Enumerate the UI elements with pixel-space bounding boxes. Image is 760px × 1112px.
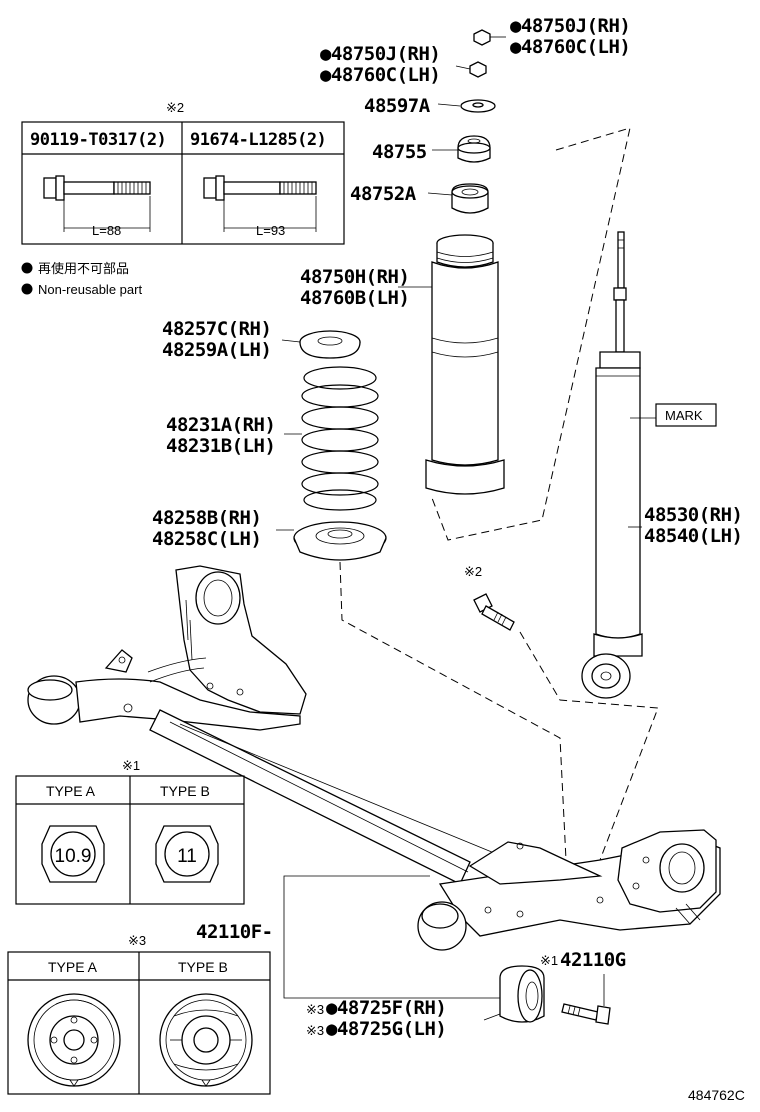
- upper-insulator: [299, 330, 361, 359]
- bushing-type-b-label: TYPE B: [178, 959, 228, 975]
- guide-line: [431, 127, 631, 541]
- label-cushion[interactable]: 48755: [372, 141, 427, 163]
- nut-type-b-label: TYPE B: [160, 783, 210, 799]
- ref2-marker: ※2: [464, 564, 482, 579]
- legend-dot-icon: [21, 283, 33, 295]
- label-nut-mid-lh[interactable]: ●48760C(LH): [320, 64, 441, 86]
- bushing-lh-marker: ※3: [306, 1023, 324, 1038]
- cushion-icon: [457, 135, 491, 163]
- bushing-type-table: [7, 951, 271, 1095]
- bolt-spec-table: [21, 121, 345, 245]
- label-absorber-lh[interactable]: 48540(LH): [644, 525, 743, 547]
- coil-spring: [301, 366, 379, 511]
- label-axle-beam[interactable]: 42110F-: [196, 921, 273, 943]
- mark-box: [655, 403, 717, 427]
- legend-dot-icon: [21, 262, 33, 274]
- bushing-type-box-marker: ※3: [128, 933, 146, 948]
- bolt-1-length: L=88: [92, 223, 121, 238]
- diagram-id: 484762C: [688, 1087, 745, 1103]
- bushing-type-b-icon: [159, 993, 253, 1087]
- guide-line: [339, 561, 567, 861]
- top-nut-icon: [473, 29, 506, 46]
- shock-absorber: [581, 231, 643, 699]
- bolt-box-marker: ※2: [166, 100, 184, 115]
- nut-type-box-marker: ※1: [122, 758, 140, 773]
- legend-en: Non-reusable part: [38, 282, 142, 297]
- label-nut-mid-rh[interactable]: ●48750J(RH): [320, 43, 441, 65]
- label-spring-rh[interactable]: 48231A(RH): [166, 414, 276, 436]
- label-boot-rh[interactable]: 48750H(RH): [300, 266, 410, 288]
- label-bushing-lh[interactable]: ●48725G(LH): [326, 1018, 447, 1040]
- bolt-2-length: L=93: [256, 223, 285, 238]
- label-lower-insulator-rh[interactable]: 48258B(RH): [152, 507, 262, 529]
- dust-boot: [425, 234, 505, 495]
- axle-bushing-icon: [499, 965, 545, 1023]
- washer-icon: [460, 99, 496, 113]
- label-nut-top-lh[interactable]: ●48760C(LH): [510, 36, 631, 58]
- nut-type-b-value: 11: [177, 846, 197, 867]
- rear-axle-beam: [27, 565, 721, 951]
- label-washer[interactable]: 48597A: [364, 95, 431, 117]
- axle-bolt-icon: [561, 1003, 611, 1025]
- label-absorber-rh[interactable]: 48530(RH): [644, 504, 743, 526]
- bushing-rh-marker: ※3: [306, 1002, 324, 1017]
- nut-type-a-icon: [41, 825, 105, 883]
- label-upper-insulator-lh[interactable]: 48259A(LH): [162, 339, 272, 361]
- absorber-bolt-icon: [473, 593, 515, 631]
- nut-type-a-label: TYPE A: [46, 783, 96, 799]
- axle-bolt-marker: ※1: [540, 953, 558, 968]
- label-boot-lh[interactable]: 48760B(LH): [300, 287, 410, 309]
- bolt-2-icon: [203, 175, 317, 232]
- bolt-part-1[interactable]: 90119-T0317(2): [30, 130, 167, 150]
- bolt-part-2[interactable]: 91674-L1285(2): [190, 130, 327, 150]
- label-nut-top-rh[interactable]: ●48750J(RH): [510, 15, 631, 37]
- label-retainer[interactable]: 48752A: [350, 183, 417, 205]
- label-bushing-rh[interactable]: ●48725F(RH): [326, 997, 447, 1019]
- nut-type-a-value: 10.9: [55, 846, 92, 867]
- lower-insulator: [293, 521, 387, 561]
- bushing-type-a-label: TYPE A: [48, 959, 98, 975]
- bushing-type-a-icon: [27, 993, 121, 1087]
- bolt-1-icon: [43, 175, 151, 232]
- label-lower-insulator-lh[interactable]: 48258C(LH): [152, 528, 262, 550]
- label-spring-lh[interactable]: 48231B(LH): [166, 435, 276, 457]
- nut-type-table: [15, 775, 245, 905]
- mid-nut-icon: [455, 61, 487, 78]
- label-axle-bolt[interactable]: 42110G: [560, 949, 626, 971]
- label-upper-insulator-rh[interactable]: 48257C(RH): [162, 318, 272, 340]
- legend-jp: 再使用不可部品: [38, 261, 129, 277]
- retainer-icon: [451, 183, 489, 214]
- guide-line: [519, 631, 659, 861]
- nut-type-b-icon: [155, 825, 219, 883]
- mark-label: MARK: [665, 408, 703, 423]
